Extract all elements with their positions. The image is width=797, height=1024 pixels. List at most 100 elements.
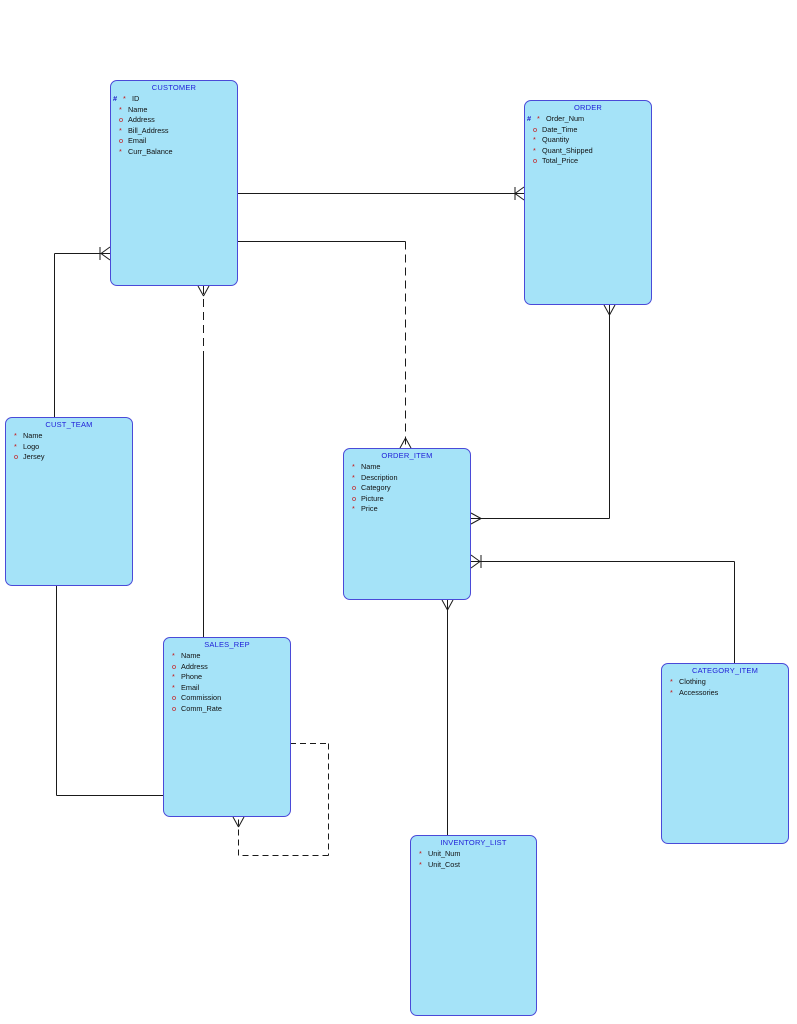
required-marker: * (670, 687, 673, 697)
attribute: #*ID (113, 94, 237, 105)
entity-category-item[interactable]: CATEGORY_ITEM * Clothing * Accessories (661, 663, 789, 844)
optional-marker: o (14, 452, 19, 461)
attribute-name: Email (181, 682, 200, 692)
optional-marker: o (172, 693, 177, 702)
crowfoot-salesrep-bottom (232, 816, 245, 828)
crowfoot-customer-left (99, 246, 111, 261)
crowfoot-customer-order (514, 186, 525, 201)
attribute-name: Bill_Address (128, 125, 169, 135)
optional-marker: o (119, 136, 124, 145)
attribute: * Phone (172, 672, 290, 683)
entity-title: SALES_REP (204, 640, 250, 649)
required-marker: * (119, 125, 122, 135)
entity-order-item[interactable]: ORDER_ITEM * Name * Description o Category … (343, 448, 471, 600)
required-marker: * (172, 651, 175, 660)
attribute: *Unit_Cost (419, 860, 536, 871)
entity-inventory-list[interactable]: INVENTORY_LIST *Unit_Num *Unit_Cost (410, 835, 537, 1016)
attribute: *Quantity (533, 135, 651, 146)
crowfoot-customer-bottom (197, 285, 210, 297)
attribute: o Email (119, 136, 237, 147)
attribute-name: Clothing (679, 677, 706, 686)
crowfoot-order-item-bottom (441, 599, 454, 611)
attribute-name: Address (181, 661, 208, 671)
attribute-name: Jersey (23, 452, 45, 461)
attribute-name: Picture (361, 493, 384, 503)
attribute: #*Order_Num (527, 114, 651, 125)
rel-customer-order-item (238, 241, 406, 448)
rel-category-order-item (471, 561, 735, 663)
attribute-name: Commission (181, 693, 222, 702)
entity-title: ORDER_ITEM (381, 451, 433, 460)
entity-title: ORDER (573, 103, 603, 112)
attribute-name: Accessories (679, 687, 719, 697)
required-marker: * (172, 672, 175, 681)
attribute: o Jersey (14, 452, 132, 463)
optional-marker: o (352, 483, 357, 492)
entity-sales-rep[interactable]: SALES_REP *Name o Address * Phone * Email o… (163, 637, 291, 817)
attribute: * Description (352, 473, 470, 484)
attribute: * Logo (14, 442, 132, 453)
key-marker: # (527, 114, 532, 123)
required-marker: * (119, 146, 122, 156)
required-marker: * (352, 504, 355, 513)
attribute: o Comm_Rate (172, 704, 290, 715)
attribute: o Address (172, 662, 290, 673)
required-marker: * (352, 462, 355, 471)
attribute-name: Category (361, 483, 391, 492)
attribute: * Name (14, 431, 132, 442)
attribute-name: Quant_Shipped (542, 145, 593, 155)
attribute: * Bill_Address (119, 126, 237, 137)
attribute: o Address (119, 115, 237, 126)
attribute-name: Comm_Rate (181, 703, 222, 713)
required-marker: * (670, 677, 673, 686)
attribute-name: Address (128, 115, 155, 124)
required-marker: * (14, 431, 17, 440)
entity-title: CATEGORY_ITEM (691, 666, 759, 675)
attribute-name: Description (361, 472, 398, 482)
attribute: * Clothing (670, 677, 788, 688)
attribute: * Name (352, 462, 470, 473)
attribute-list: * Name * Logo o Jersey (14, 431, 132, 463)
rel-custteam-customer (54, 253, 110, 418)
required-marker: * (352, 472, 355, 482)
crowfoot-order-item-top (399, 437, 412, 449)
attribute-name: Price (361, 504, 378, 513)
attribute-name: Logo (23, 441, 40, 451)
optional-marker: o (119, 115, 124, 124)
attribute: *Name (172, 651, 290, 662)
key-marker: # (113, 94, 118, 103)
required-marker: * (537, 114, 540, 123)
crowfoot-order-item-right-2 (470, 554, 482, 569)
optional-marker: o (172, 703, 177, 713)
required-marker: * (123, 94, 126, 103)
crowfoot-order-item-right (470, 512, 482, 525)
attribute-name: Name (128, 104, 148, 114)
attribute-name: Unit_Cost (428, 859, 461, 869)
attribute-name: Name (23, 431, 43, 440)
attribute: * Accessories (670, 688, 788, 699)
attribute: *Name (119, 105, 237, 116)
attribute-name: Name (361, 462, 381, 471)
rel-order-order-item (471, 305, 610, 519)
rel-salesrep-self (238, 743, 329, 856)
attribute-name: Date_Time (542, 124, 578, 134)
optional-marker: o (172, 661, 177, 671)
attribute-name: Email (128, 136, 147, 145)
attribute-name: Phone (181, 672, 203, 681)
required-marker: * (14, 441, 17, 451)
required-marker: * (533, 135, 536, 144)
entity-title: CUST_TEAM (45, 420, 93, 429)
entity-cust-team[interactable]: CUST_TEAM * Name * Logo o Jersey (5, 417, 133, 586)
rel-custteam-salesrep (56, 586, 164, 796)
attribute: o Commission (172, 693, 290, 704)
required-marker: * (533, 145, 536, 155)
